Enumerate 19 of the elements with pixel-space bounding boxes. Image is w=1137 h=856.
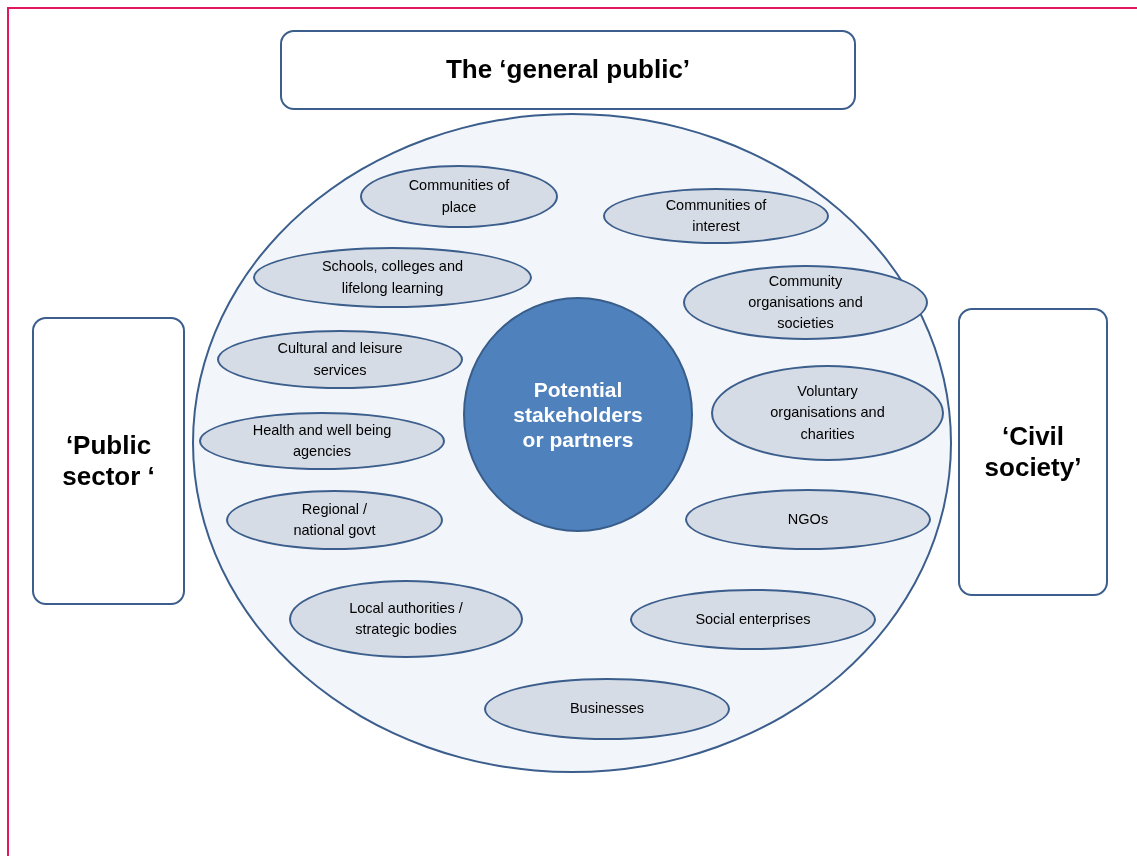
category-label: ‘Public sector ‘ <box>61 429 156 493</box>
stakeholder-label: Social enterprises <box>695 610 811 629</box>
stakeholder-label: Businesses <box>569 699 645 719</box>
stakeholder-label: Voluntary organisations and charities <box>769 382 886 444</box>
stakeholder-label: Cultural and leisure services <box>276 339 404 380</box>
stakeholder-label: NGOs <box>787 510 829 529</box>
category-box <box>958 308 1108 596</box>
category-label: ‘Civil society’ <box>983 420 1083 484</box>
stakeholder-label: Community organisations and societies <box>747 272 864 333</box>
center-label: Potential stakeholders or partners <box>512 376 644 453</box>
stakeholder-label: Communities of place <box>407 176 511 217</box>
stakeholder-label: Regional / national govt <box>292 500 377 540</box>
category-box <box>32 317 185 605</box>
category-label: The ‘general public’ <box>445 54 691 86</box>
stakeholder-label: Health and well being agencies <box>252 421 392 461</box>
category-box <box>280 30 856 110</box>
stakeholder-label: Local authorities / strategic bodies <box>348 599 464 639</box>
stakeholder-label: Schools, colleges and lifelong learning <box>320 257 465 298</box>
stakeholder-label: Communities of interest <box>664 196 768 236</box>
